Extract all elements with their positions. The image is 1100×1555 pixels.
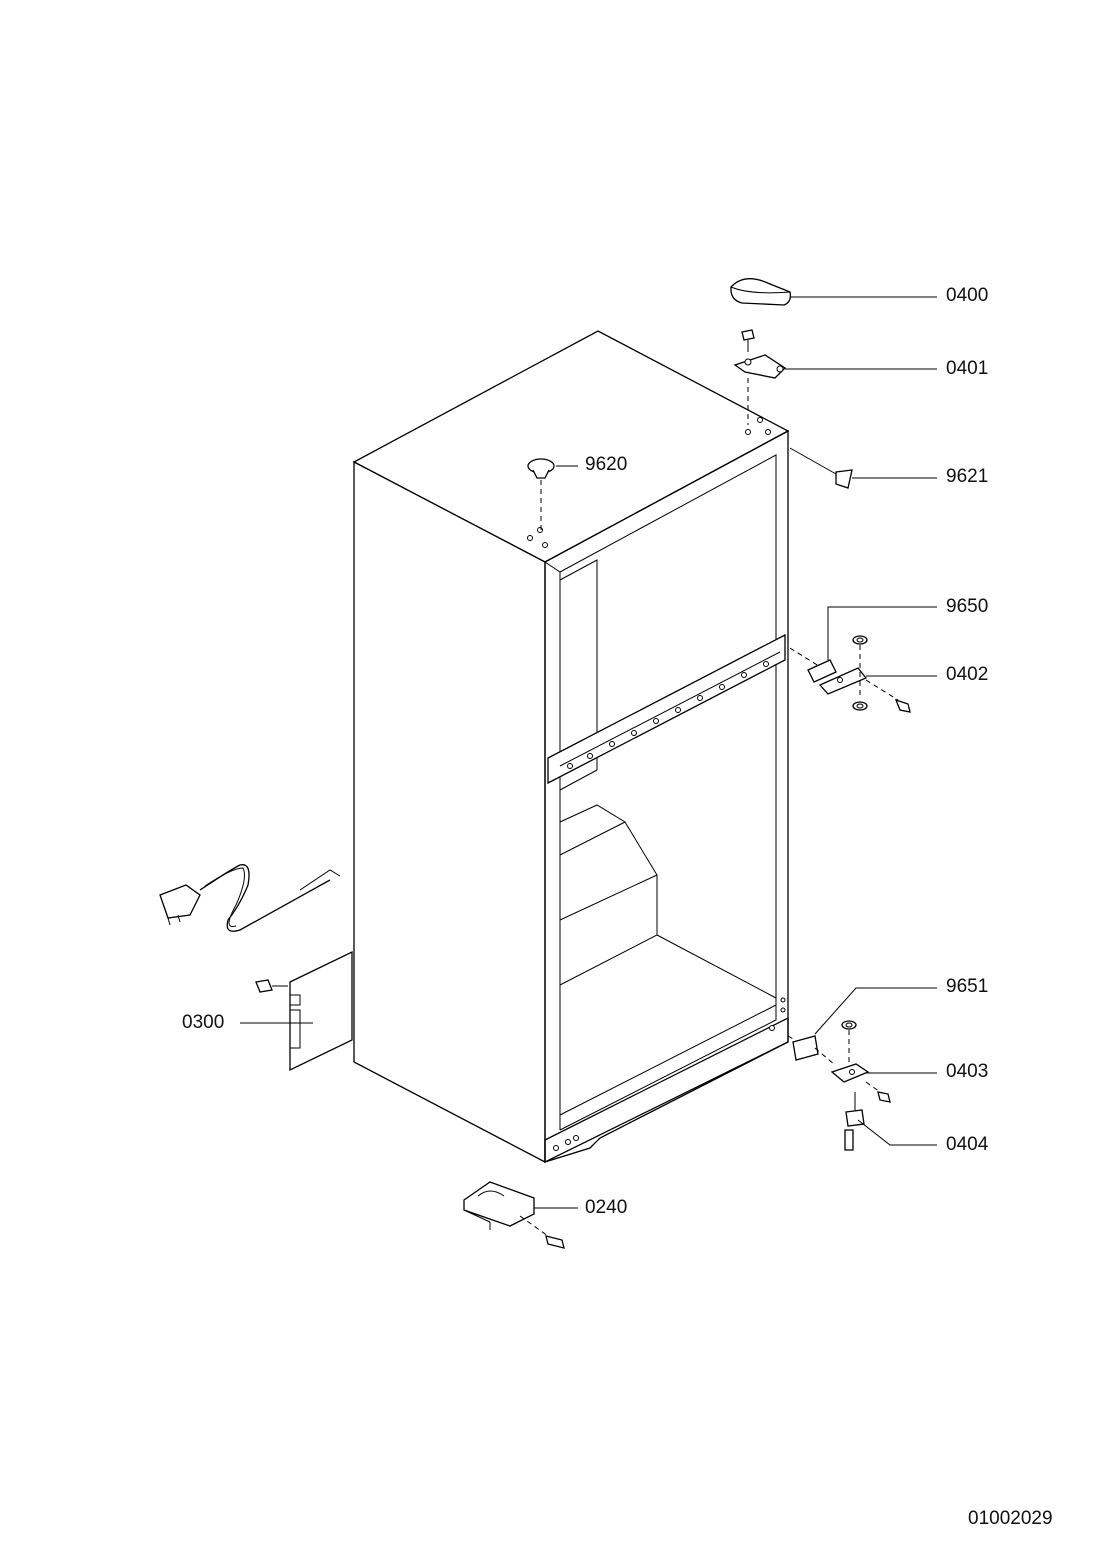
bottom-hinge-part	[787, 1020, 891, 1151]
callout-0403: 0403	[946, 1061, 989, 1082]
callout-0300: 0300	[182, 1012, 225, 1033]
refrigerator-cabinet	[352, 330, 790, 1164]
callout-0404: 0404	[946, 1134, 989, 1155]
callout-0400: 0400	[946, 285, 989, 306]
callout-9621: 9621	[946, 466, 989, 487]
callout-0240: 0240	[585, 1197, 628, 1218]
callout-0402: 0402	[946, 664, 989, 685]
callout-9651: 9651	[946, 976, 989, 997]
callout-9620: 9620	[585, 454, 628, 475]
power-cord-part	[159, 864, 341, 932]
plug-cap-part	[527, 458, 555, 530]
top-hinge-part	[733, 329, 787, 425]
middle-hinge-part	[789, 635, 911, 713]
hinge-cover-part	[730, 278, 792, 306]
leveling-foot-part	[463, 1181, 565, 1249]
document-number: 01002029	[968, 1508, 1053, 1529]
cord-cover-part	[255, 950, 353, 1072]
divider-holes	[567, 661, 769, 769]
clip-part	[789, 447, 853, 489]
callout-0401: 0401	[946, 358, 989, 379]
callout-9650: 9650	[946, 596, 989, 617]
